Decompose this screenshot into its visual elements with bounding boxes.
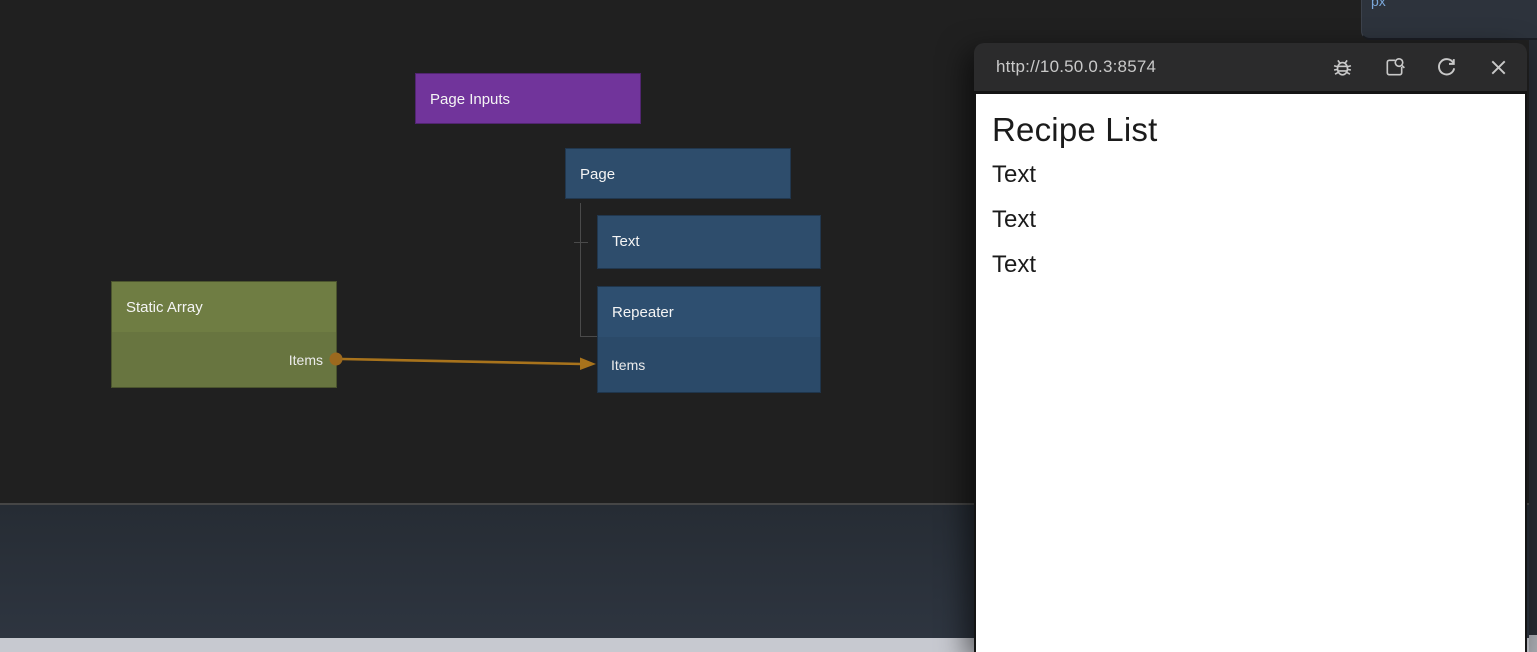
bug-icon xyxy=(1333,59,1352,76)
refresh-button[interactable] xyxy=(1435,56,1458,79)
node-text[interactable]: Text xyxy=(597,215,821,269)
close-icon xyxy=(1491,60,1506,74)
node-static-array-label: Static Array xyxy=(112,282,336,332)
node-repeater-label: Repeater xyxy=(598,287,820,337)
preview-page-title: Recipe List xyxy=(992,111,1158,148)
preview-window: http://10.50.0.3:8574 xyxy=(974,43,1527,652)
tree-connector-elbow xyxy=(580,336,597,337)
connection-wire[interactable] xyxy=(329,349,601,373)
repeater-items-input-port[interactable]: Items xyxy=(611,356,646,373)
preview-viewport: Recipe List Text Text Text xyxy=(976,94,1525,652)
wire-arrowhead-icon xyxy=(580,357,596,370)
unit-label: px xyxy=(1371,0,1386,9)
close-preview-button[interactable] xyxy=(1487,56,1510,79)
wire-line xyxy=(341,357,583,366)
refresh-icon xyxy=(1438,57,1456,75)
repeated-text-item: Text xyxy=(992,251,1037,278)
right-edge-panel xyxy=(1529,0,1537,635)
tree-connector-vertical xyxy=(580,203,581,337)
static-array-items-output-port[interactable]: Items xyxy=(288,351,323,368)
node-page-inputs-label: Page Inputs xyxy=(430,90,511,108)
properties-panel-clipped: px xyxy=(1361,0,1537,40)
open-inspect-button[interactable] xyxy=(1383,56,1406,79)
repeated-text-item: Text xyxy=(992,161,1037,188)
output-port-dot-icon xyxy=(329,352,343,366)
node-repeater[interactable]: Repeater Items xyxy=(597,286,821,393)
tree-connector-tick xyxy=(574,242,588,243)
node-static-array[interactable]: Static Array Items xyxy=(111,281,337,388)
node-page-inputs[interactable]: Page Inputs xyxy=(415,73,641,124)
debug-button[interactable] xyxy=(1331,56,1354,79)
repeated-text-item: Text xyxy=(992,206,1037,233)
preview-titlebar[interactable]: http://10.50.0.3:8574 xyxy=(974,43,1527,91)
vertical-scrollbar-thumb[interactable] xyxy=(1529,635,1537,652)
preview-toolbar xyxy=(1331,56,1527,79)
url-display[interactable]: http://10.50.0.3:8574 xyxy=(996,57,1157,76)
inspect-window-icon xyxy=(1386,57,1405,76)
node-page-label: Page xyxy=(580,165,616,183)
panel-divider xyxy=(0,503,1537,505)
node-text-label: Text xyxy=(612,232,640,250)
node-page[interactable]: Page xyxy=(565,148,791,199)
